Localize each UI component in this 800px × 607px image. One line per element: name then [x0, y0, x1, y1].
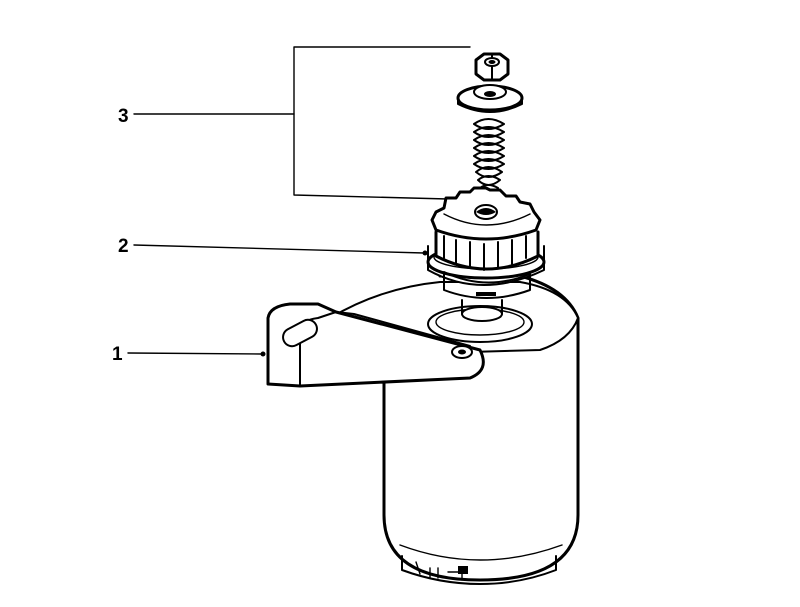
- callout-2-leader: [133, 244, 425, 254]
- callout-1: 1: [112, 344, 266, 365]
- callout-1-leader: [127, 352, 263, 355]
- callout-3-bracket: [293, 46, 471, 200]
- mounting-bracket: [266, 302, 485, 388]
- housing-top-plate: [329, 281, 579, 353]
- callout-1-dot: [260, 351, 266, 357]
- return-spring: [473, 118, 505, 189]
- callout-2-dot: [422, 250, 428, 256]
- spring-washer: [456, 84, 524, 113]
- callout-3: 3: [118, 46, 471, 200]
- drive-pinion-gear: [426, 186, 546, 299]
- callout-1-label: 1: [112, 344, 123, 365]
- hex-nut: [474, 52, 510, 82]
- callout-2-label: 2: [118, 236, 129, 257]
- callout-3-label: 3: [118, 106, 129, 127]
- callout-2: 2: [118, 236, 428, 257]
